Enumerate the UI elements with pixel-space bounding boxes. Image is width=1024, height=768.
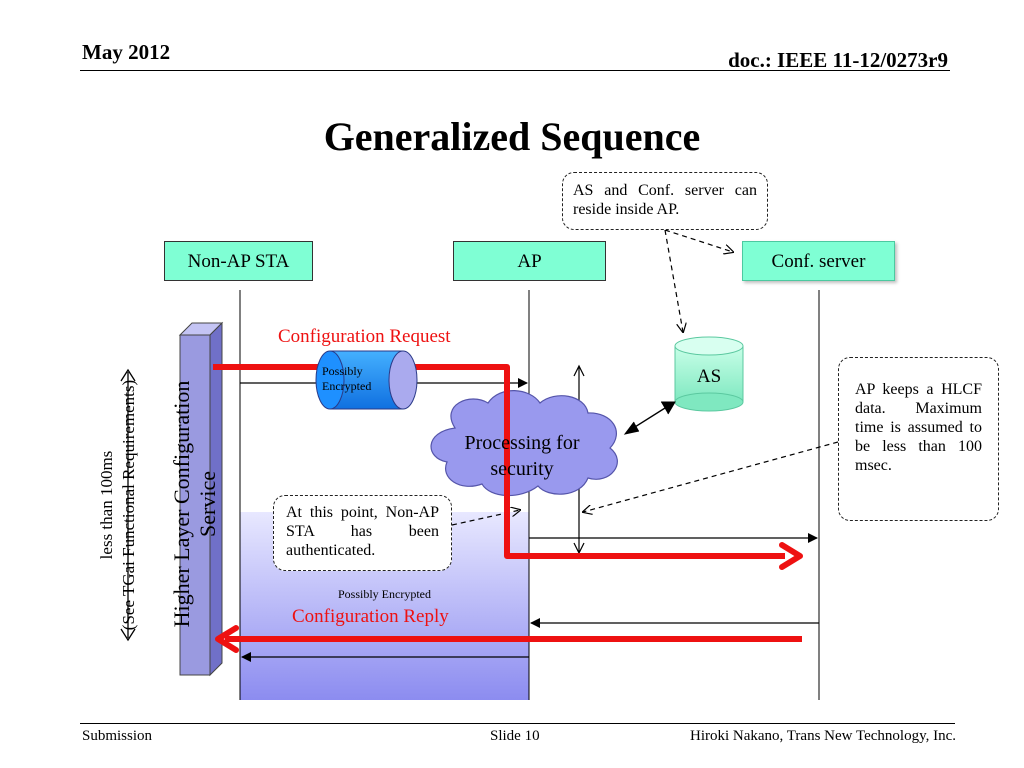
header-doc-id: doc.: IEEE 11-12/0273r9 xyxy=(728,48,948,72)
encrypted-tunnel-left-cap xyxy=(315,350,345,410)
red-path-reply-head xyxy=(215,625,239,653)
slide-title: Generalized Sequence xyxy=(323,114,701,159)
label-less-than-100ms: less than 100ms (See TGai Functional Req… xyxy=(97,355,150,655)
timing-arrow-top-head xyxy=(120,368,136,382)
note-as-conf-server: AS and Conf. server can reside inside AP… xyxy=(562,172,768,230)
note-hlcf: AP keeps a HLCF data. Maximum time is as… xyxy=(838,357,999,521)
footer-slide-number: Slide 10 xyxy=(490,728,540,744)
as-cylinder-top xyxy=(674,336,744,356)
as-label: AS xyxy=(696,366,722,387)
service-bar xyxy=(179,334,211,676)
label-processing-for-security: Processing for security xyxy=(464,432,580,480)
note-pointer-conf-server xyxy=(664,229,733,252)
footer-author: Hiroki Nakano, Trans New Technology, Inc… xyxy=(690,728,956,744)
footer-submission: Submission xyxy=(82,728,153,744)
entity-ap: AP xyxy=(453,241,606,281)
label-configuration-reply: Configuration Reply xyxy=(292,606,449,627)
label-configuration-request: Configuration Request xyxy=(278,326,451,347)
label-less-than-line2: (See TGai Functional Requirements) xyxy=(119,379,138,631)
label-less-than-line1: less than 100ms xyxy=(97,450,116,560)
red-path-request-head xyxy=(779,542,803,570)
cloud-as-link-head-a xyxy=(623,421,640,435)
footer-divider xyxy=(80,723,955,724)
timing-arrow-bottom-head xyxy=(120,628,136,642)
header-divider xyxy=(80,70,950,71)
note-pointer-as xyxy=(664,229,683,332)
header-date: May 2012 xyxy=(82,40,171,64)
entity-conf-server: Conf. server xyxy=(742,241,895,281)
note-authenticated: At this point, Non-AP STA has been authe… xyxy=(273,495,452,571)
as-cylinder-bottom xyxy=(674,392,744,412)
cloud-as-link-head-b xyxy=(661,401,676,415)
label-possibly-encrypted-tunnel: Possibly Encrypted xyxy=(322,364,372,393)
encrypted-tunnel-right-cap xyxy=(388,350,418,410)
entity-non-ap-sta: Non-AP STA xyxy=(164,241,313,281)
label-higher-layer-configuration-service: Higher Layer Configuration Service xyxy=(169,380,220,628)
label-possibly-encrypted-region: Possibly Encrypted xyxy=(338,587,431,601)
note-pointer-hlcf xyxy=(583,441,839,512)
processing-arrow-top-head xyxy=(573,364,585,377)
